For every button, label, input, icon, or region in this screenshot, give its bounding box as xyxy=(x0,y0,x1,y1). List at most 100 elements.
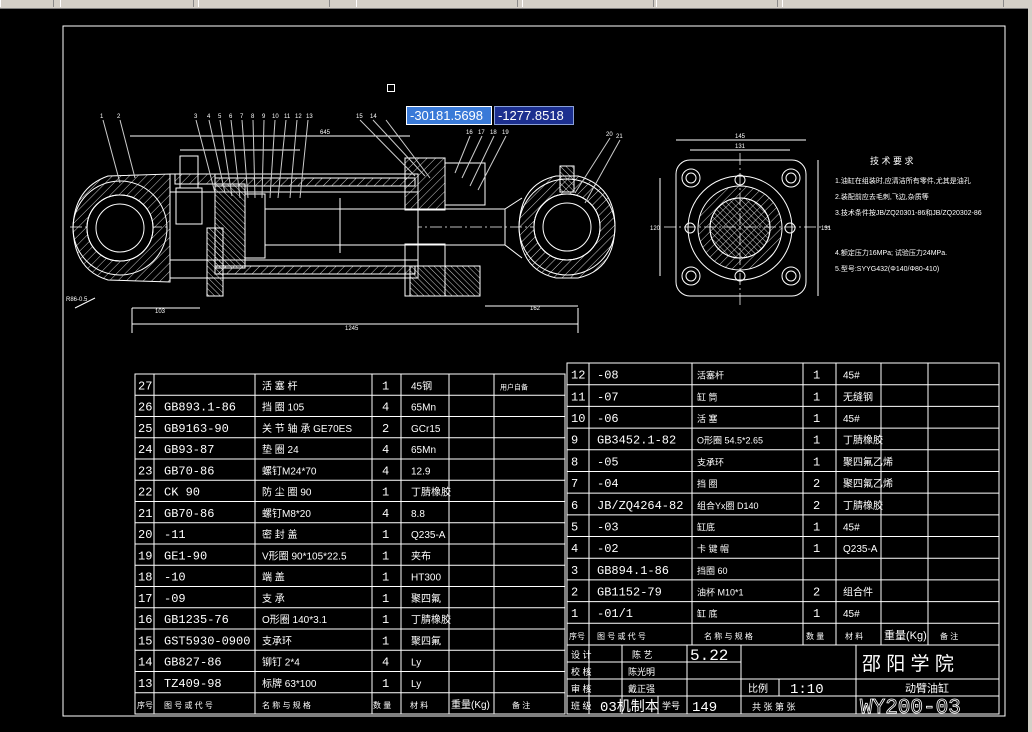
bom-right-qty: 1 xyxy=(813,520,820,534)
bom-left-code: GB893.1-86 xyxy=(164,401,236,415)
bom-right-name: 支承环 xyxy=(697,456,724,467)
bom-right-header-mat: 材 料 xyxy=(845,631,863,641)
bom-right-mat: 组合件 xyxy=(843,586,873,599)
bom-right-name: 挡 圈 xyxy=(697,478,718,489)
bom-left-qty: 1 xyxy=(382,379,389,393)
design-label: 设 计 xyxy=(571,649,592,660)
bom-left-code: GB70-86 xyxy=(164,507,214,521)
bom-right-code: GB894.1-86 xyxy=(597,564,669,578)
dynamic-input-y-field[interactable]: -1277.8518 xyxy=(494,106,574,125)
bom-right-mat: 45# xyxy=(843,371,860,382)
toolbar-segment[interactable] xyxy=(198,0,330,7)
bom-left-no: 17 xyxy=(138,592,152,606)
bom-left-no: 27 xyxy=(138,379,152,393)
svg-text:18: 18 xyxy=(490,130,497,136)
svg-text:1245: 1245 xyxy=(345,326,359,332)
check-label: 校 核 xyxy=(571,666,592,677)
bom-left-no: 26 xyxy=(138,401,152,415)
bom-right-mat: Q235-A xyxy=(843,544,878,555)
bom-right-name: O形圈 54.5*2.65 xyxy=(697,435,763,446)
bom-left-no: 19 xyxy=(138,549,152,563)
review-name: 戴正强 xyxy=(628,683,655,694)
bom-left-mat: 65Mn xyxy=(411,403,436,414)
svg-text:1: 1 xyxy=(100,114,104,120)
bom-left-code: -09 xyxy=(164,592,186,606)
toolbar-segment[interactable] xyxy=(356,0,518,7)
svg-text:4: 4 xyxy=(207,114,211,120)
id-label: 学号 xyxy=(662,700,680,711)
title-block xyxy=(566,644,1000,715)
svg-text:3: 3 xyxy=(194,114,198,120)
drawing-border xyxy=(62,25,1006,717)
bom-left-note: 用户自备 xyxy=(500,382,528,391)
toolbar-segment[interactable] xyxy=(60,0,194,7)
bom-left-name: 关 节 轴 承 GE70ES xyxy=(262,422,352,435)
bom-left-qty: 4 xyxy=(382,443,389,457)
class-value: 03机制本 xyxy=(600,699,659,716)
bom-right-mat: 丁腈橡胶 xyxy=(843,434,883,447)
bom-left-name: 标牌 63*100 xyxy=(262,677,317,690)
toolbar-segment[interactable] xyxy=(522,0,654,7)
bom-left-qty: 1 xyxy=(382,549,389,563)
school-name: 邵 阳 学 院 xyxy=(862,653,954,675)
bom-left-name: 支承环 xyxy=(262,635,292,647)
bom-right-name: 缸底 xyxy=(697,521,715,532)
svg-text:8: 8 xyxy=(251,114,255,120)
bom-right-qty: 1 xyxy=(813,412,820,426)
bom-right-name: 活 塞 xyxy=(697,413,718,424)
svg-text:131: 131 xyxy=(821,226,832,232)
bom-left-name: 螺钉M8*20 xyxy=(262,508,311,520)
bom-right-qty: 1 xyxy=(813,390,820,404)
bom-right-code: -07 xyxy=(597,390,619,404)
bom-left-mat: Q235-A xyxy=(411,530,446,541)
bom-left-no: 22 xyxy=(138,486,152,500)
bom-left-code: -10 xyxy=(164,571,186,585)
bom-left-code: GB70-86 xyxy=(164,464,214,478)
bom-left-no: 13 xyxy=(138,677,152,691)
bom-right-qty: 1 xyxy=(813,607,820,621)
bom-right-no: 12 xyxy=(571,369,585,383)
bom-left-name: V形圈 90*105*22.5 xyxy=(262,550,347,562)
bom-right-no: 9 xyxy=(571,434,578,448)
bom-left-qty: 1 xyxy=(382,571,389,585)
bom-left-code: GB827-86 xyxy=(164,656,222,670)
bom-left-code: GB1235-76 xyxy=(164,613,229,627)
bom-right-header-name: 名 称 与 规 格 xyxy=(704,631,753,641)
svg-text:11: 11 xyxy=(284,114,291,120)
bom-left-mat: 聚四氟 xyxy=(411,592,441,605)
bom-left-name: 垫 圈 24 xyxy=(262,443,299,456)
bom-right-qty: 2 xyxy=(813,586,820,600)
pickbox-cursor xyxy=(387,84,395,92)
bom-left-no: 23 xyxy=(138,464,152,478)
bom-left-no: 15 xyxy=(138,634,152,648)
bom-left-name: 支 承 xyxy=(262,593,285,605)
bom-left-mat: Ly xyxy=(411,658,421,669)
bom-right-name: 卡 键 帽 xyxy=(697,543,729,554)
bom-left-table xyxy=(134,373,566,715)
toolbar-segment[interactable] xyxy=(782,0,1004,7)
svg-text:7: 7 xyxy=(240,114,244,120)
bom-left-code: GB9163-90 xyxy=(164,422,229,436)
bom-left-mat: GCr15 xyxy=(411,424,441,435)
bom-left-no: 18 xyxy=(138,571,152,585)
bom-left-qty: 1 xyxy=(382,634,389,648)
bom-right-mat: 45# xyxy=(843,522,860,533)
toolbar-segment[interactable] xyxy=(0,0,54,7)
svg-text:6: 6 xyxy=(229,114,233,120)
svg-text:131: 131 xyxy=(735,144,746,150)
toolbar-segment[interactable] xyxy=(656,0,778,7)
bom-right-no: 2 xyxy=(571,586,578,600)
svg-text:20: 20 xyxy=(606,132,613,138)
svg-text:21: 21 xyxy=(616,134,623,140)
bom-left-code: GST5930-0900 xyxy=(164,634,250,648)
window-scrollbar-edge[interactable] xyxy=(1028,8,1032,732)
dynamic-input-x-field[interactable]: -30181.5698 xyxy=(406,106,492,125)
bom-right-name: 缸 底 xyxy=(697,608,718,619)
bom-left-code: TZ409-98 xyxy=(164,677,222,691)
bom-left-mat: 丁腈橡胶 xyxy=(411,486,451,499)
bom-left-header-mat: 材 料 xyxy=(410,700,428,710)
bom-right-code: -04 xyxy=(597,477,619,491)
bom-right-name: 缸 筒 xyxy=(697,391,718,402)
svg-text:16: 16 xyxy=(466,130,473,136)
